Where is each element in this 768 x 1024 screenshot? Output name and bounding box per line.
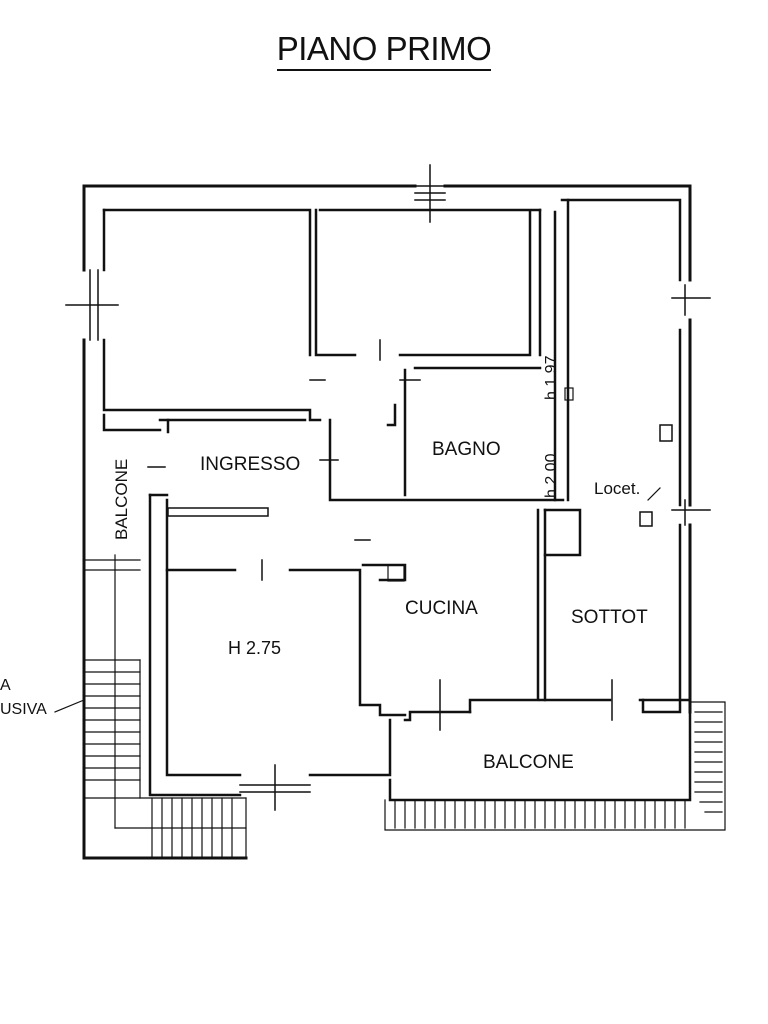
- plan-title: PIANO PRIMO: [0, 30, 768, 71]
- edge-note-line1: A: [0, 677, 11, 694]
- window-marks: [65, 164, 711, 811]
- label-locet: Locet.: [594, 479, 640, 498]
- label-bagno: BAGNO: [432, 439, 501, 460]
- room-labels: INGRESSO BAGNO CUCINA SOTTOT H 2.75 BALC…: [0, 355, 648, 773]
- label-bagno-h2: h 2.00: [543, 453, 560, 498]
- label-bagno-h1: h 1.97: [543, 355, 560, 400]
- stair-railing: [54, 554, 247, 859]
- label-balcone-left: BALCONE: [112, 459, 131, 540]
- label-ingresso: INGRESSO: [200, 454, 300, 475]
- balcony-railing: [384, 701, 726, 831]
- outer-walls: [82, 184, 692, 860]
- inner-walls: [102, 198, 692, 802]
- plan-title-text: PIANO PRIMO: [276, 30, 492, 71]
- label-sottot: SOTTOT: [571, 607, 648, 628]
- label-room-height: H 2.75: [228, 638, 281, 658]
- label-cucina: CUCINA: [405, 598, 478, 619]
- edge-note-line2: USIVA: [0, 701, 47, 718]
- label-balcone-bottom: BALCONE: [483, 752, 574, 773]
- detail-marks: [387, 387, 661, 582]
